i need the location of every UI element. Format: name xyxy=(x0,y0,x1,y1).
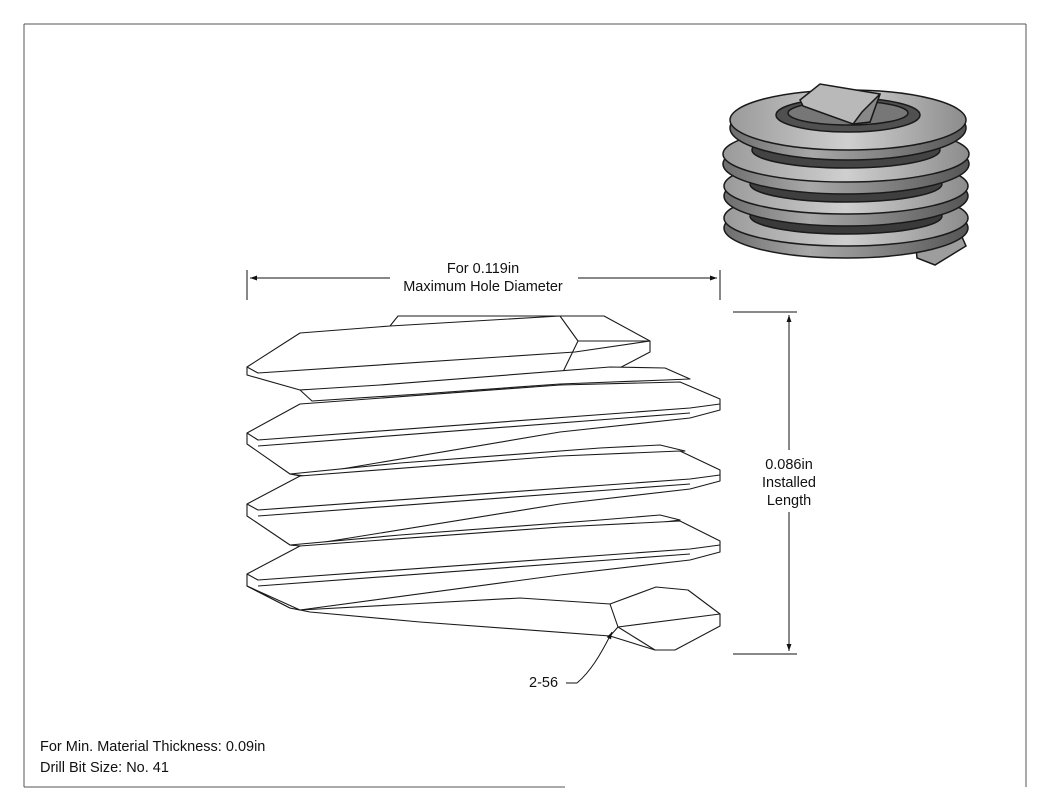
diameter-label-line1: For 0.119in xyxy=(446,261,520,277)
drill-bit-note: Drill Bit Size: No. 41 xyxy=(40,760,169,776)
sheet-border xyxy=(23,23,1027,788)
length-label-line1: 0.086in xyxy=(765,457,813,473)
thread-callout-leader xyxy=(566,631,613,684)
diameter-dimension xyxy=(246,270,721,300)
length-label-line2: Installed xyxy=(761,475,816,491)
insert-isometric-view xyxy=(722,83,970,266)
insert-front-view xyxy=(246,315,721,651)
diameter-label: For 0.119in Maximum Hole Diameter xyxy=(380,260,586,296)
thread-size-label: 2-56 xyxy=(529,675,559,691)
length-label: 0.086in Installed Length xyxy=(746,456,832,510)
length-label-line3: Length xyxy=(766,493,812,509)
length-dimension xyxy=(733,311,797,655)
diameter-label-line2: Maximum Hole Diameter xyxy=(403,279,563,295)
material-thickness-note: For Min. Material Thickness: 0.09in xyxy=(40,739,266,755)
